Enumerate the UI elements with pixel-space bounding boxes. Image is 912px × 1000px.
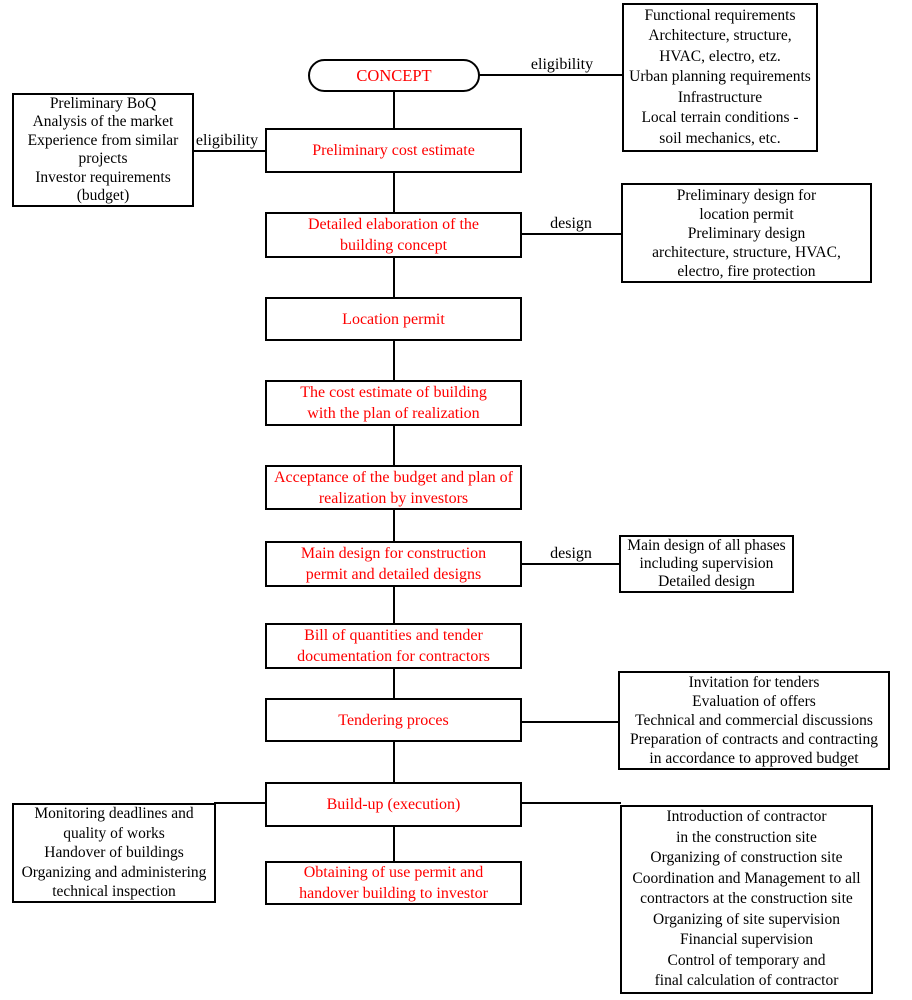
annotation-text: Functional requirements Architecture, st… (629, 6, 811, 147)
annotation-text: Main design of all phases including supe… (627, 537, 786, 590)
edge-label-eligibility-inputs: eligibility (195, 132, 259, 149)
flow-step-label: Bill of quantities and tender documentat… (297, 627, 490, 665)
flow-step-label: Obtaining of use permit and handover bui… (299, 864, 488, 902)
connector-tendering-to-activities (520, 721, 619, 723)
annotation-preliminary-design: Preliminary design for location permit P… (621, 183, 872, 283)
flow-step-build-up: Build-up (execution) (265, 782, 522, 827)
connector-concept-to-requirements (479, 74, 623, 76)
connector-inputs-to-estimate (192, 150, 267, 152)
flow-step-preliminary-cost-estimate: Preliminary cost estimate (265, 128, 522, 173)
connector-elaboration-to-design (520, 233, 622, 235)
annotation-monitoring: Monitoring deadlines and quality of work… (12, 803, 216, 903)
edge-label-design-main: design (550, 545, 592, 562)
flow-step-tendering-process: Tendering proces (265, 698, 522, 742)
annotation-main-design-phases: Main design of all phases including supe… (619, 535, 794, 593)
annotation-tendering-activities: Invitation for tenders Evaluation of off… (618, 671, 890, 770)
edge-label-eligibility-concept: eligibility (530, 56, 594, 73)
flow-step-main-design: Main design for construction permit and … (265, 541, 522, 587)
flow-step-bill-of-quantities: Bill of quantities and tender documentat… (265, 623, 522, 669)
flow-step-use-permit-handover: Obtaining of use permit and handover bui… (265, 861, 522, 905)
flow-step-label: Location permit (342, 310, 445, 328)
flow-step-label: The cost estimate of building with the p… (300, 384, 487, 422)
connector-buildup-to-execution (520, 802, 621, 804)
flow-step-location-permit: Location permit (265, 297, 522, 341)
flow-start-concept: CONCEPT (308, 59, 480, 92)
flow-step-label: Acceptance of the budget and plan of rea… (273, 468, 513, 507)
flow-step-label: Main design for construction permit and … (300, 545, 487, 583)
flow-step-label: Tendering proces (338, 711, 449, 729)
annotation-investor-inputs: Preliminary BoQ Analysis of the market E… (12, 93, 194, 207)
connector-monitoring-to-buildup (214, 802, 267, 804)
connector-maindesign-to-phases (520, 563, 620, 565)
flow-step-budget-acceptance: Acceptance of the budget and plan of rea… (265, 465, 522, 510)
annotation-text: Monitoring deadlines and quality of work… (21, 805, 207, 901)
annotation-text: Preliminary BoQ Analysis of the market E… (27, 94, 179, 205)
edge-label-design-elaboration: design (550, 215, 592, 232)
annotation-functional-requirements: Functional requirements Architecture, st… (622, 3, 818, 152)
annotation-execution-activities: Introduction of contractor in the constr… (620, 805, 873, 994)
flow-step-label: Preliminary cost estimate (312, 142, 475, 159)
flow-step-label: Detailed elaboration of the building con… (307, 216, 480, 254)
annotation-text: Invitation for tenders Evaluation of off… (630, 674, 878, 767)
flow-step-label: Build-up (execution) (326, 796, 461, 813)
flow-step-detailed-elaboration: Detailed elaboration of the building con… (265, 212, 522, 258)
flow-step-cost-estimate-plan: The cost estimate of building with the p… (265, 380, 522, 426)
concept-label: CONCEPT (356, 65, 432, 85)
annotation-text: Introduction of contractor in the constr… (632, 808, 861, 990)
annotation-text: Preliminary design for location permit P… (652, 186, 841, 280)
